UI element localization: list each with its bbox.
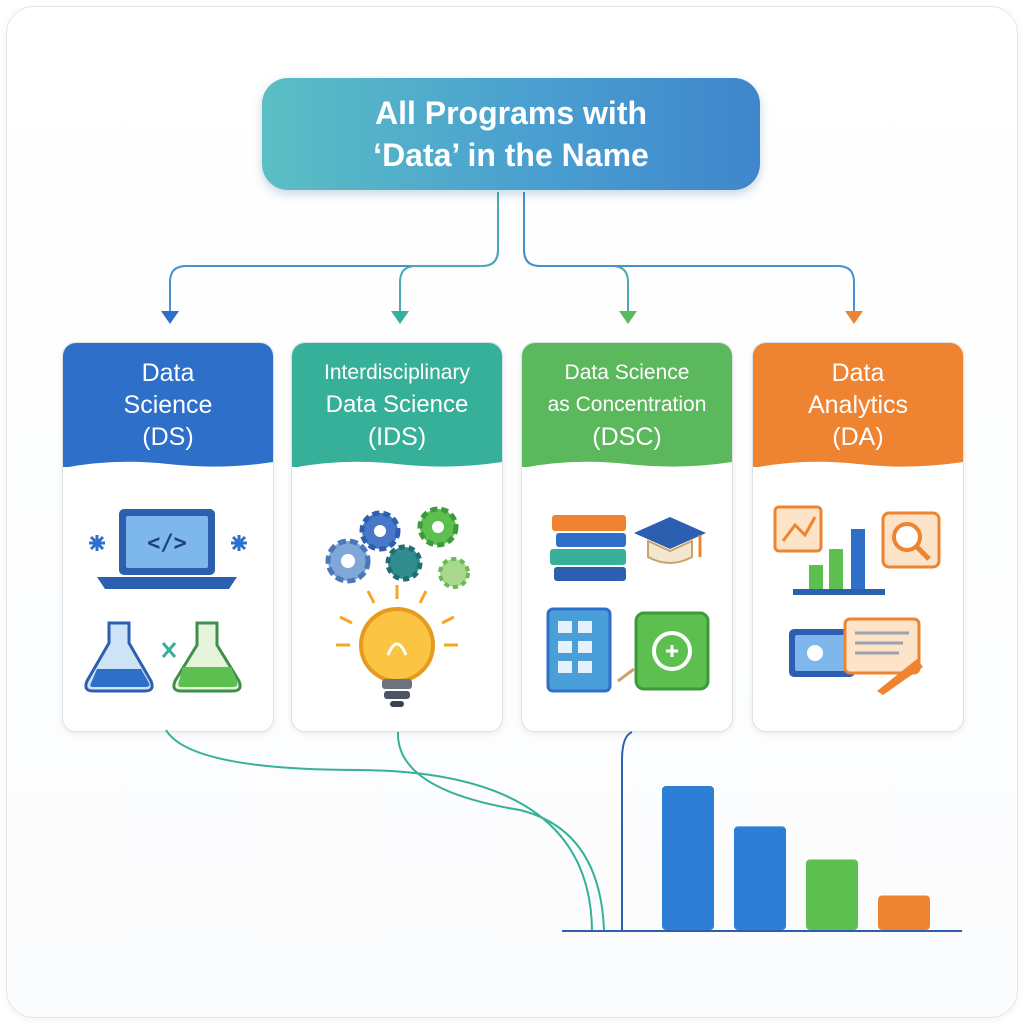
program-dsc-line-1: Data Science	[564, 361, 690, 384]
program-card-dsc-header: Data Science as Concentration (DSC)	[522, 343, 732, 468]
program-card-dsc: Data Science as Concentration (DSC)	[521, 342, 733, 732]
program-dsc-line-2: as Concentration	[547, 393, 707, 416]
program-card-ids-header: Interdisciplinary Data Science (IDS)	[292, 343, 502, 468]
program-card-ids: Interdisciplinary Data Science (IDS)	[291, 342, 503, 732]
program-ds-line-1: Data	[141, 359, 195, 387]
root-title-line-1: All Programs with	[374, 95, 648, 131]
laptop-code-and-flasks-icon: </>	[84, 509, 247, 693]
program-card-da-header: Data Analytics (DA)	[753, 343, 963, 468]
analytics-charts-icon	[773, 505, 941, 695]
program-ds-line-3: (DS)	[142, 423, 194, 451]
program-dsc-line-3: (DSC)	[592, 423, 662, 451]
gears-and-lightbulb-icon	[325, 506, 470, 707]
program-ids-line-1: Interdisciplinary	[324, 361, 470, 384]
root-title-line-2: ‘Data’ in the Name	[373, 137, 649, 173]
root-node: All Programs with ‘Data’ in the Name	[262, 78, 760, 190]
program-da-line-3: (DA)	[832, 423, 884, 451]
program-da-line-1: Data	[831, 359, 885, 387]
program-card-ds: Data Science (DS) </>	[62, 342, 274, 732]
program-ids-line-2: Data Science	[325, 391, 469, 418]
program-da-line-2: Analytics	[807, 391, 909, 419]
svg-text:</>: </>	[147, 531, 187, 556]
program-ids-line-3: (IDS)	[367, 423, 427, 451]
books-and-graduation-cap-icon	[546, 515, 710, 693]
program-ds-line-2: Science	[123, 391, 213, 419]
program-card-ds-header: Data Science (DS)	[63, 343, 273, 468]
program-card-da: Data Analytics (DA)	[752, 342, 964, 732]
